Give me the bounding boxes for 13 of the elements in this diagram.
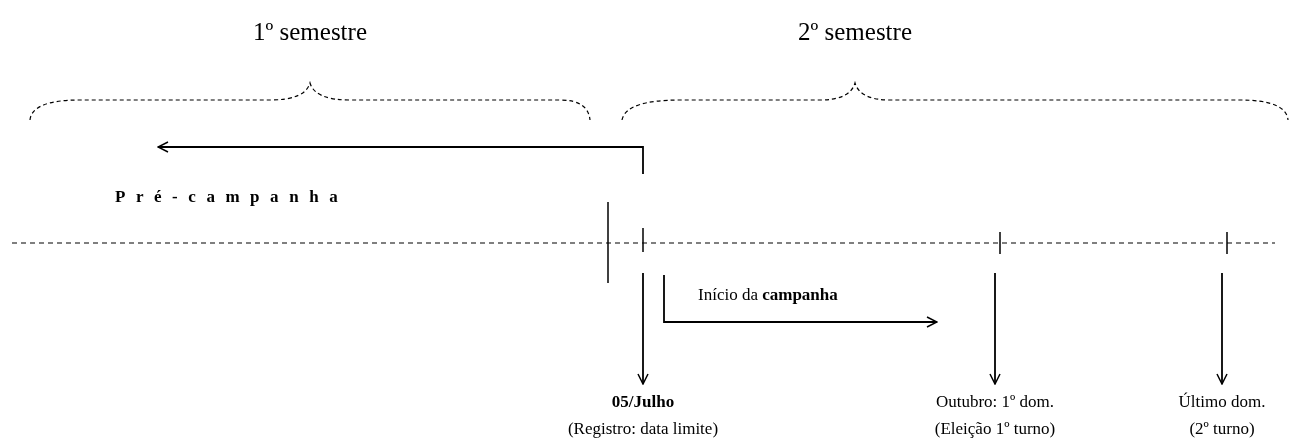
- event-note: (Registro: data limite): [567, 418, 719, 440]
- event-note: (Eleição 1º turno): [934, 418, 1056, 440]
- arrow: [637, 272, 649, 385]
- label-text: Pré-campanha: [115, 186, 350, 208]
- event-note: (2º turno): [1189, 418, 1255, 440]
- date-label: 05/Julho: [611, 391, 675, 413]
- arrow: [989, 272, 1001, 385]
- arrow: [1216, 272, 1228, 385]
- date-label: Outubro: 1º dom.: [935, 391, 1055, 413]
- date-label: Último dom.: [1178, 391, 1266, 413]
- label-text: 2º semestre: [797, 17, 913, 47]
- label-text: Início da campanha: [698, 284, 839, 306]
- label-text: 1º semestre: [252, 17, 368, 47]
